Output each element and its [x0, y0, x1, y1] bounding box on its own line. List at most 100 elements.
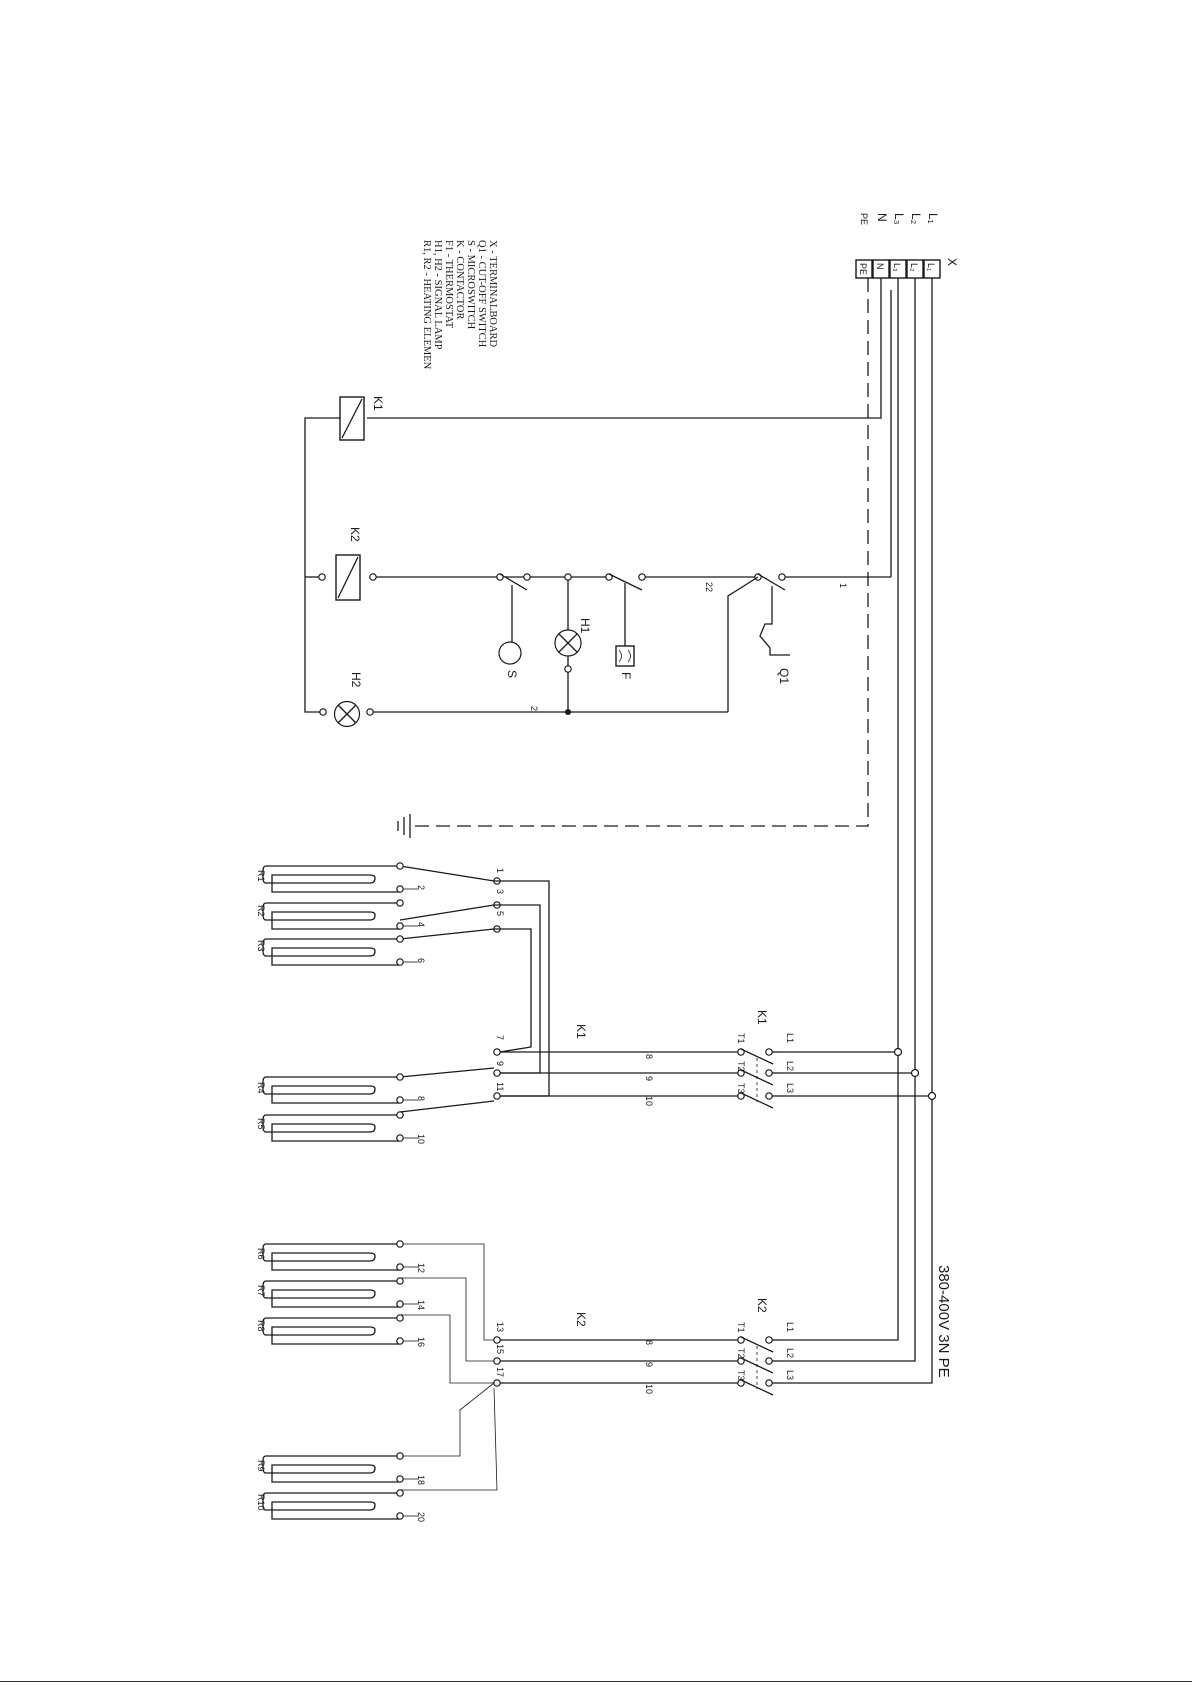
terminal-l1-label: L₁ — [926, 263, 936, 271]
heater-terminal-number: 18 — [416, 1475, 426, 1485]
line-l3-label: L₃ — [892, 213, 906, 225]
power-wiring — [399, 865, 779, 1491]
contact-node — [319, 708, 327, 716]
k2-input-terminal: 15 — [495, 1344, 505, 1354]
thermostat-f — [615, 645, 635, 667]
lamp-h1-cross — [558, 633, 578, 653]
heater-label: R3 — [256, 940, 266, 952]
link-wire — [400, 1243, 494, 1341]
heater-label: R7 — [256, 1285, 266, 1297]
k2-wire-number: 8 — [644, 1340, 654, 1345]
terminal-pe — [855, 259, 873, 279]
heating-element-r8 — [262, 1317, 400, 1345]
k2-input-terminal: 13 — [495, 1322, 505, 1332]
heater-node — [396, 1512, 404, 1520]
contact-node — [369, 573, 377, 581]
switch-q1 — [757, 573, 786, 591]
heating-element-r4 — [262, 1076, 400, 1104]
terminal-board: X L₁ L₂ L₃ N PE L₁ L₂ L₃ N PE — [855, 213, 959, 279]
contactor-k2: K2 K2 L1 L2 L3 T1 T2 T3 8 9 10 13 15 17 — [495, 1298, 795, 1394]
lamp-h1-label: H1 — [578, 618, 592, 634]
q1-branch — [727, 576, 759, 712]
heater-node — [396, 885, 404, 893]
coil-k2-symbol — [337, 556, 359, 599]
heater-node — [396, 1073, 404, 1081]
heater-node — [396, 922, 404, 930]
k1-input-terminal: 9 — [495, 1061, 505, 1066]
contact-node — [318, 573, 326, 581]
heater-feed-wire — [399, 928, 495, 940]
heater-label: R6 — [256, 1248, 266, 1260]
k1-pole — [740, 1048, 774, 1065]
lamp-h2-cross — [337, 704, 357, 724]
k1-wire-number: 9 — [644, 1076, 654, 1081]
junction — [910, 1068, 920, 1078]
line-l2-label: L₂ — [909, 213, 923, 225]
k2-line-terminal: L2 — [785, 1348, 795, 1358]
legend-line: H1, H2 - SIGNAL LAMP — [432, 240, 443, 350]
heating-element-r5 — [262, 1114, 400, 1142]
link-wire — [400, 1382, 495, 1457]
k2-pole — [740, 1336, 774, 1353]
k2-wire-number: 9 — [644, 1362, 654, 1367]
heater-label: R5 — [256, 1118, 266, 1130]
k1-load-terminal: T1 — [736, 1033, 746, 1044]
k1-line-terminal: L1 — [785, 1033, 795, 1043]
terminal-number: 5 — [495, 911, 505, 916]
wire-2-label: 2 — [529, 706, 539, 711]
heater-node — [396, 1111, 404, 1119]
k1-input-terminal: 7 — [495, 1035, 505, 1040]
heater-feed-wire — [399, 1067, 495, 1078]
junction — [893, 1047, 903, 1057]
heater-terminal-number: 12 — [416, 1263, 426, 1273]
terminals-group1: 1 3 5 — [495, 868, 505, 916]
k1-line-node — [765, 1048, 773, 1056]
k1-line-node — [765, 1092, 773, 1100]
line-l1-label: L₁ — [926, 213, 940, 224]
heating-element-r6 — [262, 1243, 400, 1271]
terminal-number: 3 — [495, 889, 505, 894]
junction — [927, 1091, 937, 1101]
heater-node — [396, 1337, 404, 1345]
earth-wire — [410, 278, 869, 827]
terminal-number: 1 — [495, 868, 505, 873]
heater-terminal-number: 2 — [416, 885, 426, 890]
supply-wire-l3 — [779, 278, 899, 1341]
k2-input-terminal: 17 — [495, 1367, 505, 1377]
heater-terminal-number: 4 — [416, 922, 426, 927]
heater-node — [396, 1489, 404, 1497]
link-wire — [494, 904, 541, 1074]
k2-load-terminal: T2 — [736, 1348, 746, 1359]
earth-symbol — [397, 814, 411, 838]
terminal-pe-label: PE — [858, 263, 868, 275]
heater-node — [396, 935, 404, 943]
link-wire — [400, 1277, 494, 1362]
contact-node — [523, 573, 531, 581]
heater-node — [396, 1096, 404, 1104]
k2-line-node — [765, 1379, 773, 1387]
cutoff-q1-label: Q1 — [777, 668, 791, 684]
page-bottom-rule — [0, 1681, 1192, 1682]
terminal-n-label: N — [875, 263, 885, 270]
k2-pole — [740, 1379, 774, 1396]
heater-node — [396, 1452, 404, 1460]
heater-feed-wire — [399, 865, 495, 882]
k1-input-terminal: 11 — [495, 1082, 505, 1091]
control-bus-left — [304, 417, 340, 577]
contactor-k1: K1 K1 L1 L2 L3 T1 T2 T3 8 9 10 7 9 11 — [495, 1010, 795, 1106]
line-pe-label: PE — [859, 213, 869, 225]
k2-line-node — [765, 1357, 773, 1365]
heater-node — [396, 1300, 404, 1308]
contactor-k1-label: K1 — [755, 1010, 769, 1025]
neutral-wire — [367, 278, 882, 419]
heater-terminal-number: 16 — [416, 1337, 426, 1347]
k2-line-terminal: L1 — [785, 1322, 795, 1332]
heater-label: R4 — [256, 1082, 266, 1094]
junction — [565, 709, 571, 715]
contact-node — [366, 708, 374, 716]
thermostat-symbol — [618, 649, 631, 663]
link-wire — [400, 1387, 498, 1491]
terminal-l3-label: L₃ — [892, 263, 902, 272]
